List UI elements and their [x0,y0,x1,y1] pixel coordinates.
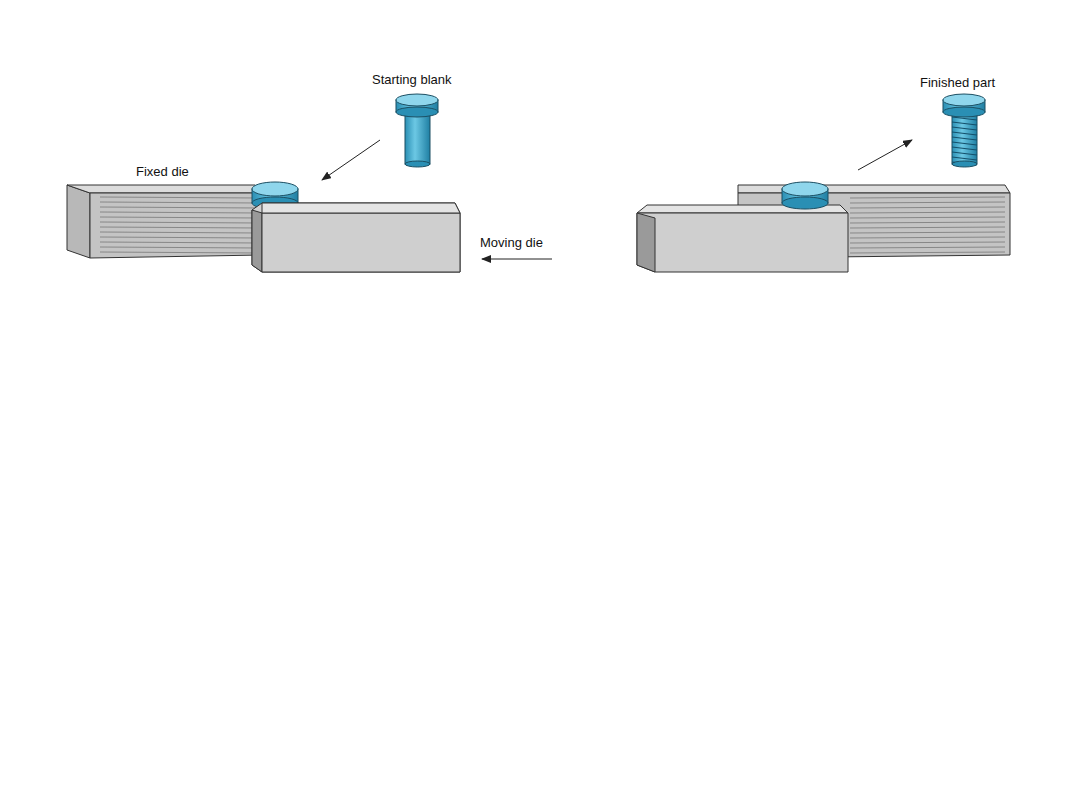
fixed-die-left [67,185,262,258]
groove-line [850,252,1005,253]
groove-line [952,152,977,155]
groove-line [100,197,258,198]
starting-blank [396,94,438,167]
groove-line [850,197,1005,198]
part-label: Finished part [920,76,995,90]
feed-arrow [322,140,380,180]
groove-line [952,137,977,140]
groove-line [100,202,258,203]
groove-line [100,232,258,233]
groove-line [100,247,258,248]
groove-line [100,237,258,238]
groove-line [850,212,1005,213]
groove-line [100,222,258,223]
groove-line [850,207,1005,208]
groove-line [952,157,977,160]
groove-line [850,242,1005,243]
groove-line [850,227,1005,228]
finished-part [943,94,985,167]
groove-line [100,207,258,208]
groove-line [850,237,1005,238]
groove-line [952,127,977,130]
groove-line [850,217,1005,218]
groove-line [100,252,258,253]
eject-arrow [858,140,912,170]
groove-line [952,122,977,125]
moving-die-right [637,205,848,272]
part-label: Starting blank [372,73,452,87]
blank-in-dies-right [782,182,828,209]
part-label: Moving die [480,236,543,250]
groove-line [850,222,1005,223]
groove-line [100,212,258,213]
groove-line [952,142,977,145]
moving-die-left [252,203,460,272]
groove-line [850,247,1005,248]
groove-line [850,202,1005,203]
groove-line [100,242,258,243]
motion-arrow [482,259,552,260]
groove-line [100,217,258,218]
groove-line [952,132,977,135]
groove-line [952,147,977,150]
groove-line [100,227,258,228]
part-label: Fixed die [136,165,189,179]
groove-line [850,232,1005,233]
